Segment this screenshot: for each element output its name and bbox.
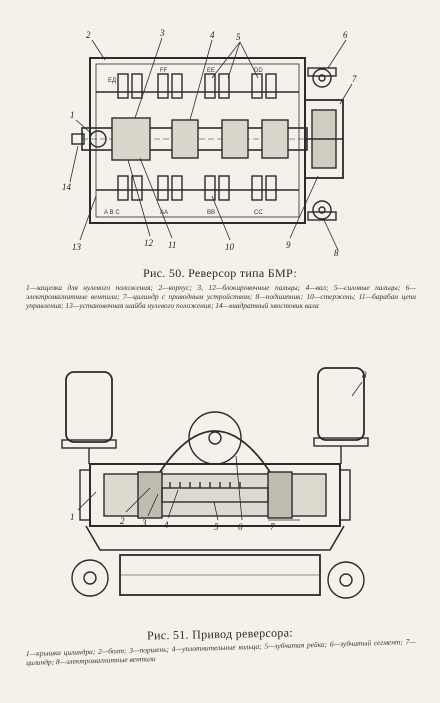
- contact-mark-abc: А В С: [104, 210, 120, 216]
- drive-callout-5: 5: [214, 522, 219, 532]
- callout-10: 10: [225, 242, 235, 252]
- figure-50-legend: 1—защелка для нулевого положения; 2—корп…: [26, 283, 416, 311]
- drive-callout-4: 4: [164, 520, 169, 530]
- callout-1: 1: [70, 110, 75, 120]
- contact-mark-ed: ЕД: [108, 78, 116, 84]
- callout-12: 12: [144, 238, 154, 248]
- figure-50-reverser-drawing: ЕД FF ЕЕ DD А В С АА ВВ СС 2 3 4 5 6 7 1…: [0, 0, 440, 258]
- callout-4: 4: [210, 30, 215, 40]
- callout-5: 5: [236, 32, 241, 42]
- contact-mark-ee: ЕЕ: [207, 68, 215, 74]
- reverser-drive-diagram: 1 2 3 4 5 6 7 8: [61, 367, 369, 599]
- callout-13: 13: [72, 242, 82, 252]
- drive-callout-7: 7: [270, 522, 275, 532]
- callout-6: 6: [343, 30, 348, 40]
- contact-mark-ff: FF: [160, 68, 168, 74]
- callout-2: 2: [86, 30, 91, 40]
- contact-mark-dd: DD: [254, 68, 263, 74]
- contact-mark-aa: АА: [160, 210, 168, 216]
- drive-callout-3: 3: [141, 518, 147, 528]
- callout-14: 14: [62, 182, 72, 192]
- contact-mark-bb: ВВ: [207, 210, 215, 216]
- drive-callout-1: 1: [70, 512, 75, 522]
- drive-callout-8: 8: [362, 370, 367, 380]
- reverser-bmr-diagram: ЕД FF ЕЕ DD А В С АА ВВ СС 2 3 4 5 6 7 1…: [62, 28, 357, 258]
- callout-9: 9: [286, 240, 291, 250]
- callout-11: 11: [168, 240, 176, 250]
- drive-callout-6: 6: [238, 522, 243, 532]
- contact-mark-cc: СС: [254, 210, 263, 216]
- figure-51-drive-drawing: 1 2 3 4 5 6 7 8: [0, 360, 440, 620]
- callout-8: 8: [334, 248, 339, 258]
- callout-7: 7: [352, 74, 357, 84]
- callout-3: 3: [159, 28, 165, 38]
- drive-callout-2: 2: [120, 516, 125, 526]
- figure-50-caption: Рис. 50. Реверсор типа БМР:: [142, 266, 298, 280]
